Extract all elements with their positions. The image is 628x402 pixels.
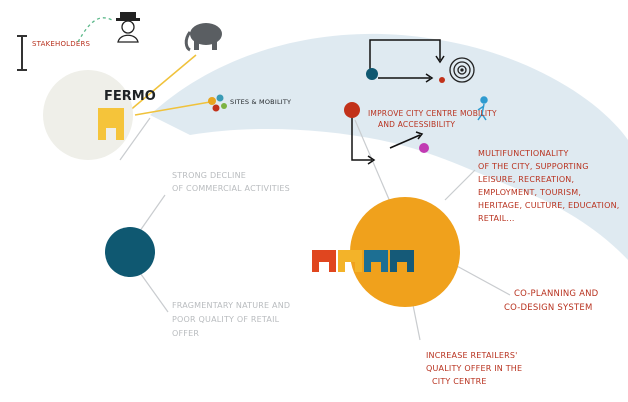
walker-icon: [477, 96, 488, 121]
swoosh-shape: [150, 33, 628, 260]
building-blocks-icon: [312, 250, 414, 272]
retailers-label: Increase retailers' quality offer in the…: [426, 351, 525, 386]
dashed-link: [77, 17, 113, 43]
problems-circle: [105, 227, 155, 277]
person-icon: [116, 12, 140, 43]
mobility-arrows: [351, 39, 445, 165]
teal-dot: [366, 68, 378, 80]
fragmentary-label: Fragmentary nature and poor quality of r…: [172, 301, 293, 338]
multifunctionality-label: Multifunctionality of the city, supporti…: [478, 149, 622, 223]
fermo-building-icon: [98, 108, 124, 140]
decline-label: Strong decline of commercial activities: [172, 171, 290, 193]
target-icon: [449, 57, 475, 83]
elephant-icon: [184, 23, 222, 52]
coplanning-label: Co-planning and co-design system: [504, 289, 601, 313]
red-small-dot: [439, 77, 445, 83]
small-label-2: Sites & Mobility: [230, 98, 291, 106]
red-node: [344, 102, 360, 118]
mobility-goal-label: Improve city centre mobility and accessi…: [368, 109, 499, 129]
stakeholders-marker: [17, 35, 27, 71]
mobility-dots: [208, 94, 227, 112]
fermo-links: [127, 54, 211, 116]
magenta-dot: [419, 143, 429, 153]
fermo-background-circle: [43, 70, 133, 160]
stakeholders-label: Stakeholders: [32, 40, 91, 48]
fermo-title: FERMO: [104, 89, 156, 104]
